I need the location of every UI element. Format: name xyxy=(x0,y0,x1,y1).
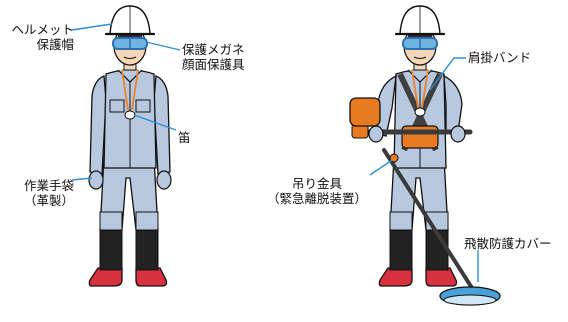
label-shoulder-band: 肩掛バンド xyxy=(468,50,531,65)
label-whistle-text: 笛 xyxy=(178,130,191,145)
label-helmet-line1: ヘルメット xyxy=(11,22,74,37)
label-hanger-line1: 吊り金具 xyxy=(291,176,342,191)
left-worker xyxy=(88,5,172,287)
pointer-shoulder-band xyxy=(429,57,466,91)
label-goggles-line1: 保護メガネ xyxy=(182,42,245,57)
label-blade-guard-text: 飛散防護カバー xyxy=(464,236,552,251)
label-gloves-line1: 作業手袋 xyxy=(23,178,74,193)
right-boot-right xyxy=(425,267,458,287)
left-boot-left xyxy=(88,267,123,287)
label-whistle: 笛 xyxy=(178,130,191,145)
label-helmet-line2: 保護帽 xyxy=(36,37,74,52)
pointer-lines xyxy=(71,23,479,282)
label-gloves-line2: （革製） xyxy=(23,193,74,208)
pointer-gloves xyxy=(71,177,93,181)
label-goggles: 保護メガネ 顔面保護具 xyxy=(182,42,245,72)
label-helmet: ヘルメット 保護帽 xyxy=(0,22,74,52)
left-shin-guard-left xyxy=(99,227,123,271)
right-worker xyxy=(349,5,501,306)
left-lanyard xyxy=(121,69,139,111)
pointer-helmet xyxy=(71,23,113,31)
left-glove-left xyxy=(88,170,104,190)
right-arm-right xyxy=(443,74,463,135)
right-boot-left xyxy=(378,267,413,287)
label-hanger: 吊り金具 （緊急離脱装置） xyxy=(258,176,376,206)
left-boot-right xyxy=(135,267,168,287)
label-gloves: 作業手袋 （革製） xyxy=(0,178,74,208)
trimmer-engine xyxy=(349,97,381,127)
trimmer-shaft xyxy=(382,148,474,290)
label-blade-guard: 飛散防護カバー xyxy=(464,236,552,251)
pointer-whistle xyxy=(133,114,177,131)
left-glove-right xyxy=(156,170,172,190)
pointer-goggles xyxy=(145,41,181,51)
left-whistle xyxy=(124,110,136,120)
label-shoulder-band-text: 肩掛バンド xyxy=(468,50,532,65)
pointer-hanger xyxy=(369,159,393,176)
label-hanger-line2: （緊急離脱装置） xyxy=(266,191,367,206)
harness-plate xyxy=(401,125,439,149)
label-goggles-line2: 顔面保護具 xyxy=(182,57,245,72)
left-shin-guard-right xyxy=(135,227,159,271)
